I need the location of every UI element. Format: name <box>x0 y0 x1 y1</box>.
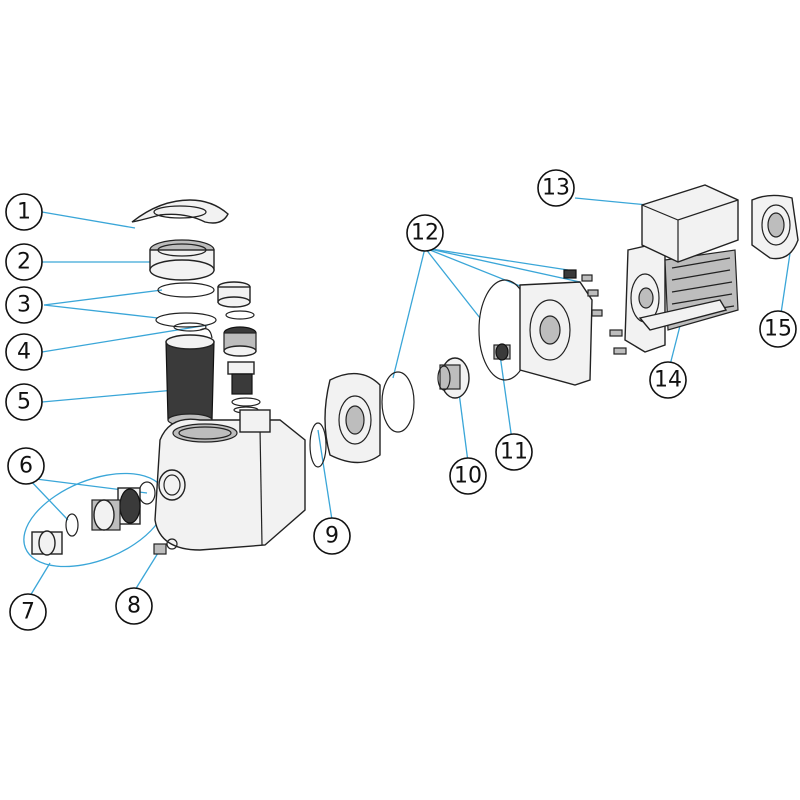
callout-3: 3 <box>5 286 43 324</box>
leader-3a <box>43 289 163 306</box>
leader-1 <box>41 211 136 229</box>
callout-label-1: 1 <box>17 200 31 225</box>
callout-13: 13 <box>537 169 575 207</box>
leader-13 <box>574 197 649 206</box>
leader-lines <box>23 197 793 597</box>
part-8-drain-plug <box>153 538 178 555</box>
part-2-lid <box>149 239 215 281</box>
callout-15: 15 <box>759 310 797 348</box>
part-9-o-ring <box>309 422 327 468</box>
callout-2: 2 <box>5 243 43 281</box>
callout-14: 14 <box>649 361 687 399</box>
leader-12d <box>424 247 569 271</box>
leader-11 <box>499 354 513 441</box>
callout-4: 4 <box>5 333 43 371</box>
part-6-7-unions <box>31 481 156 556</box>
callout-label-6: 6 <box>19 454 33 479</box>
part-4-seal <box>173 322 207 332</box>
volute-housing <box>324 371 415 464</box>
callout-label-3: 3 <box>17 293 31 318</box>
leader-12b <box>424 247 481 319</box>
leader-5 <box>41 389 176 403</box>
leader-4 <box>41 324 209 353</box>
callout-label-8: 8 <box>127 594 141 619</box>
leader-12e <box>424 247 581 283</box>
callout-9: 9 <box>313 517 351 555</box>
leader-9 <box>317 429 333 521</box>
callout-label-5: 5 <box>17 390 31 415</box>
callout-1: 1 <box>5 193 43 231</box>
callout-label-12: 12 <box>411 221 439 246</box>
part-12-seal-plate <box>519 269 603 386</box>
callout-11: 11 <box>495 433 533 471</box>
callout-label-14: 14 <box>654 368 682 393</box>
leader-10 <box>457 384 469 463</box>
part-5-basket <box>165 328 215 427</box>
part-10-diffuser <box>437 357 470 399</box>
callout-label-11: 11 <box>500 440 528 465</box>
callout-label-2: 2 <box>17 250 31 275</box>
callout-6: 6 <box>7 447 45 485</box>
part-15-fan-cover <box>751 194 799 260</box>
pump-housing <box>154 409 306 551</box>
callout-label-15: 15 <box>764 317 792 342</box>
callout-label-13: 13 <box>542 176 570 201</box>
part-14-motor <box>609 244 739 355</box>
leader-3b <box>43 304 159 319</box>
callout-5: 5 <box>5 383 43 421</box>
leader-6a <box>27 477 69 521</box>
callout-12: 12 <box>406 214 444 252</box>
leader-12c <box>424 247 531 291</box>
callout-10: 10 <box>449 457 487 495</box>
callout-label-4: 4 <box>17 340 31 365</box>
part-1-lid-ring <box>131 199 229 224</box>
leader-12a <box>392 247 426 379</box>
part-3-o-rings <box>155 282 217 328</box>
callout-label-9: 9 <box>325 524 339 549</box>
fittings-top-right <box>217 281 261 414</box>
callout-label-10: 10 <box>454 464 482 489</box>
callout-label-7: 7 <box>21 600 35 625</box>
leader-7 <box>29 562 51 597</box>
leader-8 <box>134 552 159 591</box>
part-13-terminal-box <box>641 184 739 263</box>
callout-8: 8 <box>115 587 153 625</box>
callout-7: 7 <box>9 593 47 631</box>
